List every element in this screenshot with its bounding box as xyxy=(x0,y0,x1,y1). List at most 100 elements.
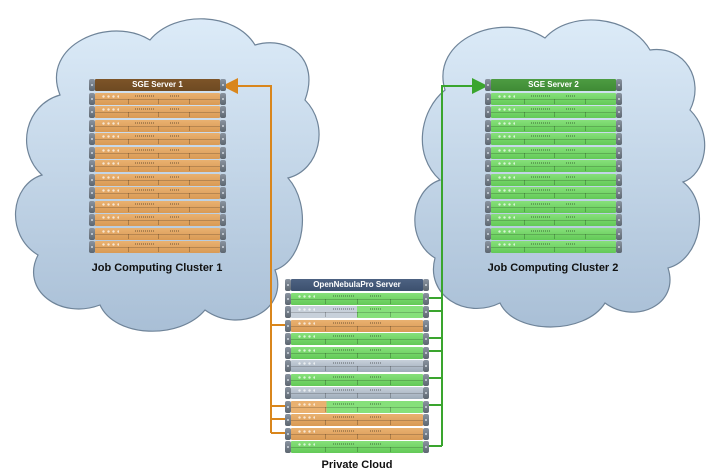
compute-node xyxy=(89,200,226,213)
bay-divider xyxy=(390,420,391,425)
vent-icon xyxy=(370,416,381,418)
status-leds-icon xyxy=(297,308,315,311)
bay-divider xyxy=(325,420,327,425)
bay-divider xyxy=(553,152,555,158)
bay-divider xyxy=(127,98,129,104)
rack-ear-right xyxy=(423,414,429,426)
rack-ear-left xyxy=(485,92,491,105)
bay-divider xyxy=(584,233,586,239)
bay-divider xyxy=(357,379,358,385)
vent-icon xyxy=(135,94,155,97)
bay-divider xyxy=(553,125,555,131)
bay-divider xyxy=(553,112,555,117)
unit-divider xyxy=(291,420,423,421)
bay-divider xyxy=(584,166,586,171)
compute-node xyxy=(89,146,226,159)
status-leds-icon xyxy=(497,202,515,206)
bay-divider xyxy=(357,393,358,398)
bay-divider xyxy=(523,233,525,239)
rack-ear-right xyxy=(423,360,429,372)
cloud-node xyxy=(285,346,429,359)
unit-divider xyxy=(491,125,616,127)
status-leds-icon xyxy=(297,443,315,446)
rack-ear-right xyxy=(616,92,622,105)
vent-icon xyxy=(370,375,381,378)
bay-divider xyxy=(553,98,555,104)
vent-icon xyxy=(566,135,576,137)
vent-icon xyxy=(370,429,381,432)
bay-divider xyxy=(523,98,525,104)
unit-divider xyxy=(95,193,220,194)
bay-divider xyxy=(584,220,586,225)
compute-node xyxy=(485,241,622,253)
rack-ear-right xyxy=(220,133,226,145)
rack-ear-left xyxy=(89,106,95,118)
bay-divider xyxy=(127,220,129,225)
vent-icon xyxy=(531,94,551,97)
rack-ear-right xyxy=(616,241,622,253)
status-leds-icon xyxy=(101,94,119,98)
vent-icon xyxy=(333,362,355,364)
compute-node xyxy=(89,92,226,105)
bay-divider xyxy=(523,152,525,158)
status-leds-icon xyxy=(297,429,315,433)
bay-divider xyxy=(325,393,327,398)
rack-ear-right xyxy=(220,173,226,186)
green-links xyxy=(428,78,488,447)
bay-divider xyxy=(523,166,525,171)
unit-divider xyxy=(491,98,616,100)
bay-divider xyxy=(188,220,190,225)
rack-ear-left xyxy=(485,160,491,172)
cluster-2-label: Job Computing Cluster 2 xyxy=(487,262,619,274)
rack-ear-right xyxy=(220,214,226,226)
unit-divider xyxy=(95,247,220,248)
rack-ear-right xyxy=(616,227,622,240)
bay-divider xyxy=(188,112,190,117)
status-leds-icon xyxy=(297,362,315,365)
bay-divider xyxy=(157,98,159,104)
bay-divider xyxy=(584,193,586,198)
unit-divider xyxy=(491,247,616,248)
unit-divider xyxy=(291,433,423,435)
rack-ear-right xyxy=(423,279,429,291)
compute-node xyxy=(485,173,622,186)
status-leds-icon xyxy=(297,402,315,406)
unit-divider xyxy=(291,339,423,340)
bay-divider xyxy=(325,298,327,304)
unit-divider xyxy=(95,179,220,181)
rack-ear-left xyxy=(285,373,291,386)
bay-divider xyxy=(325,312,327,317)
unit-divider xyxy=(291,366,423,367)
status-leds-icon xyxy=(497,108,515,111)
private-cloud-label: Private Cloud xyxy=(321,459,393,471)
rack-ear-left xyxy=(485,79,491,91)
unit-divider xyxy=(291,447,423,448)
unit-divider xyxy=(491,233,616,235)
vent-icon xyxy=(135,162,155,164)
vent-icon xyxy=(370,362,381,364)
rack-ear-left xyxy=(285,319,291,332)
vent-icon xyxy=(370,321,381,324)
vent-icon xyxy=(135,202,155,205)
rack-ear-left xyxy=(285,414,291,426)
rack-ear-left xyxy=(485,187,491,199)
opennebula-server: OpenNebulaPro Server xyxy=(285,279,429,291)
vent-icon xyxy=(333,389,355,391)
rack-ear-right xyxy=(220,119,226,132)
bay-divider xyxy=(127,112,129,117)
rack-ear-right xyxy=(423,387,429,399)
unit-divider xyxy=(491,220,616,221)
vent-icon xyxy=(531,148,551,151)
rack-ear-right xyxy=(423,427,429,440)
bay-divider xyxy=(325,447,327,452)
cloud-node xyxy=(285,373,429,386)
bay-divider xyxy=(188,179,190,185)
rack-ear-left xyxy=(285,427,291,440)
status-leds-icon xyxy=(297,321,315,325)
bay-divider xyxy=(357,366,358,371)
vent-icon xyxy=(531,121,551,124)
bay-divider xyxy=(127,193,129,198)
rack-ear-left xyxy=(285,346,291,359)
bay-divider xyxy=(553,233,555,239)
rack-ear-right xyxy=(220,79,226,91)
